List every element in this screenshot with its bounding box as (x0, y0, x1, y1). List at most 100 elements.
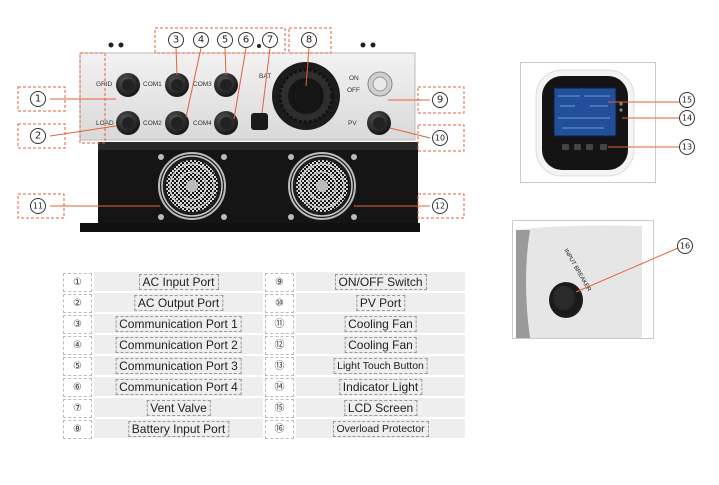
com2-port (165, 111, 189, 135)
legend-number: ⑦ (63, 399, 92, 418)
legend-name: PV Port (355, 295, 406, 311)
indicator-light (619, 102, 623, 106)
com3-port (214, 73, 238, 97)
legend-name: Vent Valve (146, 400, 211, 416)
svg-text:10: 10 (435, 134, 445, 143)
marker-16: 16 (677, 238, 693, 254)
legend-row: ⑩ PV Port (265, 293, 465, 313)
marker-4: 4 (193, 32, 209, 48)
marker-14: 14 (679, 110, 695, 126)
legend-name: AC Input Port (138, 274, 219, 290)
grid-port (116, 73, 140, 97)
legend-number: ⑤ (63, 357, 92, 376)
svg-text:7: 7 (267, 35, 273, 46)
svg-text:3: 3 (173, 35, 179, 46)
svg-text:1: 1 (35, 94, 41, 105)
marker-9: 9 (432, 92, 448, 108)
legend-row: ⑦ Vent Valve (63, 398, 263, 418)
legend-number: ③ (63, 315, 92, 334)
marker-10: 10 (432, 130, 448, 146)
off-label: OFF (347, 87, 360, 94)
legend-row: ⑮ LCD Screen (265, 398, 465, 418)
marker-8: 8 (301, 32, 317, 48)
legend-name: Light Touch Button (333, 358, 428, 374)
battery-port (272, 62, 340, 130)
legend-row: ② AC Output Port (63, 293, 263, 313)
legend-name: Communication Port 3 (115, 358, 242, 374)
legend-name: Battery Input Port (127, 421, 230, 437)
legend-number: ⑥ (63, 378, 92, 397)
legend-number: ⑪ (265, 315, 294, 334)
svg-text:14: 14 (682, 114, 692, 123)
marker-6: 6 (238, 32, 254, 48)
legend-row: ⑯ Overload Protector (265, 419, 465, 439)
touch-buttons (562, 144, 607, 150)
marker-15: 15 (679, 92, 695, 108)
legend-row: ⑬ Light Touch Button (265, 356, 465, 376)
com4-port (214, 111, 238, 135)
com1-label: COM1 (143, 81, 162, 88)
svg-text:2: 2 (35, 131, 41, 142)
legend-name: Cooling Fan (344, 337, 417, 353)
breaker-inset: INPUT BREAKER 16 (512, 220, 693, 339)
lcd-screen (553, 87, 617, 137)
svg-text:13: 13 (682, 143, 692, 152)
pv-label: PV (348, 120, 357, 127)
legend-number: ② (63, 294, 92, 313)
legend-number: ⑭ (265, 378, 294, 397)
com3-label: COM3 (193, 81, 212, 88)
legend-number: ① (63, 273, 92, 292)
bat-label: BAT (259, 73, 271, 80)
cooling-fan-left (158, 152, 227, 220)
legend-row: ⑪ Cooling Fan (265, 314, 465, 334)
com2-label: COM2 (143, 120, 162, 127)
legend-name: Communication Port 2 (115, 337, 242, 353)
inverter-body (98, 142, 418, 228)
legend-number: ④ (63, 336, 92, 355)
grid-label: GRID (96, 81, 113, 88)
marker-7: 7 (262, 32, 278, 48)
legend-row: ⑤ Communication Port 3 (63, 356, 263, 376)
inverter-diagram: GRID LOAD COM1 COM2 COM3 COM4 BAT ON OFF… (17, 27, 465, 232)
legend-number: ⑬ (265, 357, 294, 376)
legend-name: AC Output Port (133, 295, 224, 311)
legend-row: ③ Communication Port 1 (63, 314, 263, 334)
legend-row: ⑭ Indicator Light (265, 377, 465, 397)
svg-text:9: 9 (437, 95, 443, 106)
legend-name: Communication Port 4 (115, 379, 242, 395)
legend-name: Overload Protector (332, 421, 429, 437)
display-inset: 15 14 13 (520, 62, 695, 183)
legend-number: ⑧ (63, 420, 92, 439)
legend-name: Cooling Fan (344, 316, 417, 332)
marker-12: 12 (432, 198, 448, 214)
legend-number: ⑩ (265, 294, 294, 313)
cooling-fan-right (288, 152, 357, 220)
com1-port (165, 73, 189, 97)
pv-port (367, 111, 391, 135)
legend-name: LCD Screen (343, 400, 418, 416)
on-off-switch (367, 71, 393, 97)
legend-number: ⑨ (265, 273, 294, 292)
on-label: ON (349, 75, 359, 82)
marker-5: 5 (217, 32, 233, 48)
overload-protector (549, 282, 583, 318)
com4-label: COM4 (193, 120, 212, 127)
svg-text:12: 12 (435, 202, 445, 211)
svg-text:8: 8 (306, 35, 312, 46)
legend-name: ON/OFF Switch (334, 274, 427, 290)
svg-text:4: 4 (198, 35, 204, 46)
svg-text:6: 6 (243, 35, 249, 46)
svg-text:11: 11 (33, 202, 43, 211)
marker-11: 11 (30, 198, 46, 214)
legend-row: ⑫ Cooling Fan (265, 335, 465, 355)
marker-2: 2 (30, 128, 46, 144)
legend-name: Communication Port 1 (115, 316, 242, 332)
svg-text:15: 15 (682, 96, 692, 105)
marker-13: 13 (679, 139, 695, 155)
vent-valve (251, 113, 268, 130)
legend-number: ⑮ (265, 399, 294, 418)
legend-row: ⑥ Communication Port 4 (63, 377, 263, 397)
svg-text:16: 16 (680, 242, 690, 251)
marker-3: 3 (168, 32, 184, 48)
legend-row: ⑧ Battery Input Port (63, 419, 263, 439)
